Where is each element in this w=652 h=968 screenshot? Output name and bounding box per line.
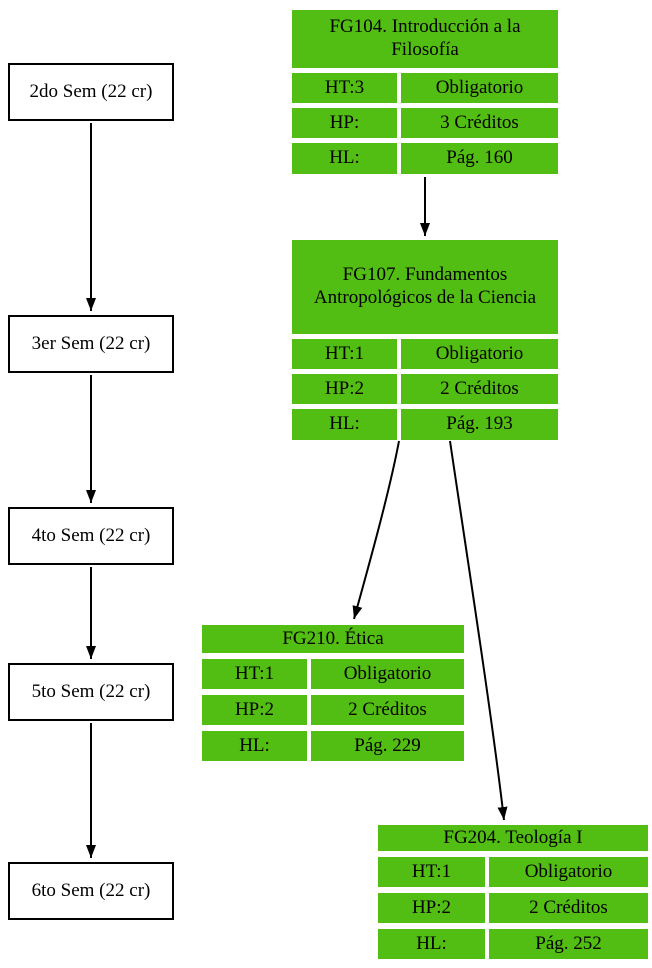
course-page-cell: Pág. 160 <box>401 143 558 174</box>
course-type-cell: Obligatorio <box>401 73 558 103</box>
course-hl-cell: HL: <box>202 731 307 761</box>
course-type-cell: Obligatorio <box>401 339 558 369</box>
course-hp-cell: HP:2 <box>202 695 307 725</box>
edge-fg107-fg210 <box>352 440 400 620</box>
node-sem-3er: 3er Sem (22 cr) <box>8 315 174 373</box>
node-sem-6to: 6to Sem (22 cr) <box>8 862 174 920</box>
course-type-cell: Obligatorio <box>489 857 648 887</box>
course-credits-cell: 3 Créditos <box>401 108 558 138</box>
course-hl-cell: HL: <box>292 409 397 440</box>
course-ht-cell: HT:3 <box>292 73 397 103</box>
course-ht-cell: HT:1 <box>378 857 485 887</box>
course-page-cell: Pág. 252 <box>489 929 648 959</box>
course-title: FG210. Ética <box>202 625 464 653</box>
sem-label: 5to Sem (22 cr) <box>31 681 151 702</box>
node-sem-4to: 4to Sem (22 cr) <box>8 507 174 565</box>
node-course-fg204: FG204. Teología I HT:1 Obligatorio HP:2 … <box>378 825 648 959</box>
sem-label: 3er Sem (22 cr) <box>31 333 151 354</box>
sem-label: 6to Sem (22 cr) <box>31 880 151 901</box>
course-page-cell: Pág. 229 <box>311 731 464 761</box>
course-hl-cell: HL: <box>378 929 485 959</box>
course-hp-cell: HP:2 <box>292 374 397 404</box>
node-course-fg107: FG107. Fundamentos Antropológicos de la … <box>292 240 558 440</box>
node-sem-2do: 2do Sem (22 cr) <box>8 63 174 121</box>
node-course-fg210: FG210. Ética HT:1 Obligatorio HP:2 2 Cré… <box>202 625 464 761</box>
sem-label: 2do Sem (22 cr) <box>29 81 153 102</box>
course-page-cell: Pág. 193 <box>401 409 558 440</box>
course-title: FG204. Teología I <box>378 825 648 851</box>
course-type-cell: Obligatorio <box>311 659 464 689</box>
node-sem-5to: 5to Sem (22 cr) <box>8 663 174 721</box>
node-course-fg104: FG104. Introducción a la Filosofía HT:3 … <box>292 10 558 174</box>
course-credits-cell: 2 Créditos <box>489 893 648 923</box>
course-hp-cell: HP:2 <box>378 893 485 923</box>
course-hl-cell: HL: <box>292 143 397 174</box>
course-hp-cell: HP: <box>292 108 397 138</box>
course-credits-cell: 2 Créditos <box>401 374 558 404</box>
course-title: FG107. Fundamentos Antropológicos de la … <box>292 240 558 334</box>
course-ht-cell: HT:1 <box>292 339 397 369</box>
course-ht-cell: HT:1 <box>202 659 307 689</box>
course-title: FG104. Introducción a la Filosofía <box>292 10 558 68</box>
course-credits-cell: 2 Créditos <box>311 695 464 725</box>
sem-label: 4to Sem (22 cr) <box>31 525 151 546</box>
